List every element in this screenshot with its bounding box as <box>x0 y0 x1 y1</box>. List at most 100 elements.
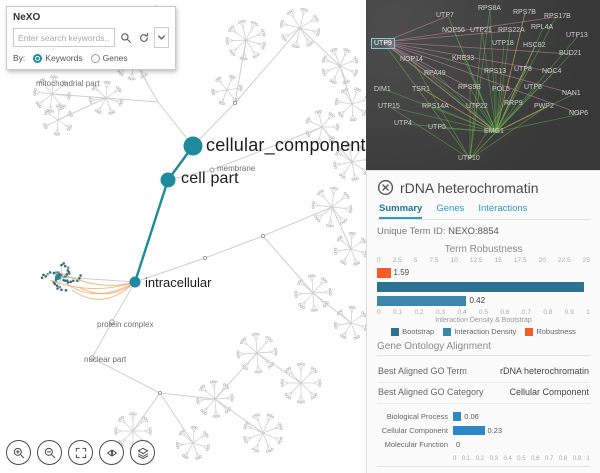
radio-icon <box>90 53 100 63</box>
chart-legend: Bootstrap Interaction Density Robustness <box>377 328 590 336</box>
tree-label-mitochondrial-part[interactable]: mitochondrial part <box>36 79 100 88</box>
reset-icon[interactable] <box>136 28 151 47</box>
network-node[interactable]: RPS8A <box>478 5 501 12</box>
axis-tick: 22.5 <box>557 257 571 264</box>
zoom-out-button[interactable] <box>37 440 62 465</box>
zoom-in-button[interactable] <box>6 440 31 465</box>
details-tab[interactable]: Interactions <box>478 203 528 214</box>
network-node[interactable]: KRE33 <box>452 55 475 62</box>
radio-icon <box>33 53 43 63</box>
bootstrap-bar[interactable] <box>377 282 584 292</box>
robustness-bar[interactable] <box>377 268 391 278</box>
axis-tick: 0.5 <box>478 308 488 316</box>
close-icon[interactable] <box>377 179 394 196</box>
network-node[interactable]: NAN1 <box>562 90 581 97</box>
go-alignment-row: Best Aligned GO Term rDNA heterochromati… <box>377 362 590 383</box>
axis-tick: 0 <box>377 257 381 264</box>
details-tab[interactable]: Genes <box>436 203 465 214</box>
robustness-chart-title: Term Robustness <box>444 244 523 255</box>
axis-tick: 20 <box>538 257 546 264</box>
details-tab[interactable]: Summary <box>379 203 423 219</box>
network-node[interactable]: DIM1 <box>374 86 391 93</box>
legend-item[interactable]: Bootstrap <box>391 328 434 336</box>
ontology-tree-canvas <box>33 5 366 460</box>
axis-tick: 0 <box>453 455 457 462</box>
tree-label-intracellular[interactable]: intracellular <box>145 275 212 290</box>
network-node[interactable]: RPS17B <box>544 13 571 20</box>
alignment-bar[interactable] <box>453 426 485 436</box>
tree-label-protein-complex[interactable]: protein complex <box>97 320 154 329</box>
network-node[interactable]: UTP22 <box>466 103 488 110</box>
search-mode-option[interactable]: Genes <box>90 53 128 63</box>
network-node[interactable]: PWP2 <box>534 103 554 110</box>
network-node[interactable]: RRP9 <box>504 100 523 107</box>
layers-button[interactable] <box>130 440 155 465</box>
axis-tick: 0.9 <box>564 308 574 316</box>
network-node[interactable]: NOP14 <box>400 56 423 63</box>
axis-tick: 10 <box>450 257 458 264</box>
network-node[interactable]: RPS13 <box>484 68 507 75</box>
network-node[interactable]: RPS7B <box>513 9 536 16</box>
axis-tick: 0.9 <box>572 455 582 462</box>
tree-label-nuclear-part[interactable]: nuclear part <box>84 355 127 364</box>
axis-tick: 0.7 <box>545 455 554 462</box>
search-icon[interactable] <box>118 28 133 47</box>
tree-label-membrane[interactable]: membrane <box>217 164 256 173</box>
axis-tick: 0.2 <box>414 308 424 316</box>
axis-tick: 15 <box>494 257 502 264</box>
network-node[interactable]: RPS9B <box>458 84 481 91</box>
network-node[interactable]: RPA49 <box>424 70 446 77</box>
search-by-label: By: <box>13 53 26 63</box>
network-node[interactable]: UTP10 <box>458 155 480 162</box>
tree-label-cellular-component[interactable]: cellular_component <box>206 135 366 155</box>
network-node[interactable]: UTP5 <box>428 124 446 131</box>
bottom-axis-title: Interaction Density & Bootstrap <box>435 317 532 324</box>
alignment-bar-row: Cellular Component 0.23 <box>381 426 503 436</box>
network-node[interactable]: UTP8 <box>514 66 532 73</box>
axis-tick: 12.5 <box>469 257 483 264</box>
search-mode-option[interactable]: Keywords <box>33 53 83 63</box>
network-node[interactable]: UTP18 <box>492 40 514 47</box>
axis-tick: 17.5 <box>513 257 527 264</box>
network-node[interactable]: RPL4A <box>531 24 554 31</box>
alignment-bar[interactable] <box>453 412 462 422</box>
network-node[interactable]: UTP6 <box>524 84 542 91</box>
tree-label-cell-part[interactable]: cell part <box>181 170 239 187</box>
legend-item[interactable]: Interaction Density <box>443 328 516 336</box>
network-node[interactable]: TSR1 <box>412 86 430 93</box>
ontology-tree-panel[interactable]: mitochondrial part membrane protein comp… <box>0 0 366 473</box>
network-node[interactable]: UTP21 <box>470 27 492 34</box>
search-card: NeXO By: Keywords Genes <box>6 6 176 70</box>
network-node[interactable]: NOP6 <box>569 110 589 117</box>
network-node[interactable]: RPS22A <box>498 27 525 34</box>
network-node[interactable]: NOP56 <box>442 27 465 34</box>
interaction-network-panel[interactable]: UTP7 RPS8A RPS7B RPS17B NOP56 UTP21 RPS22A RPL4… <box>366 0 600 170</box>
search-input[interactable] <box>13 28 115 47</box>
divider <box>377 355 590 356</box>
legend-item[interactable]: Robustness <box>525 328 576 336</box>
network-node[interactable]: HSC82 <box>523 42 546 49</box>
network-node[interactable]: UTP4 <box>394 120 412 127</box>
network-node[interactable]: UTP15 <box>378 103 400 110</box>
network-node[interactable]: POL5 <box>492 86 510 93</box>
axis-tick: 1 <box>586 455 590 462</box>
fit-screen-button[interactable] <box>68 440 93 465</box>
axis-tick: 25 <box>582 257 590 264</box>
chevron-down-icon[interactable] <box>154 27 169 48</box>
network-node[interactable]: RPS14A <box>422 103 449 110</box>
network-node[interactable]: NOC4 <box>542 68 562 75</box>
alignment-bar-row: Molecular Function 0 <box>384 440 461 450</box>
interaction-density-bar[interactable] <box>377 296 467 306</box>
network-node[interactable]: BUD21 <box>559 50 582 57</box>
axis-tick: 0.1 <box>461 455 471 462</box>
network-node[interactable]: UTP9 <box>371 38 395 49</box>
network-node[interactable]: EMG1 <box>484 128 504 135</box>
network-node[interactable]: UTP7 <box>436 12 454 19</box>
network-node[interactable]: UTP13 <box>566 32 588 39</box>
axis-tick: 0.8 <box>558 455 568 462</box>
fit-selection-button[interactable] <box>99 440 124 465</box>
